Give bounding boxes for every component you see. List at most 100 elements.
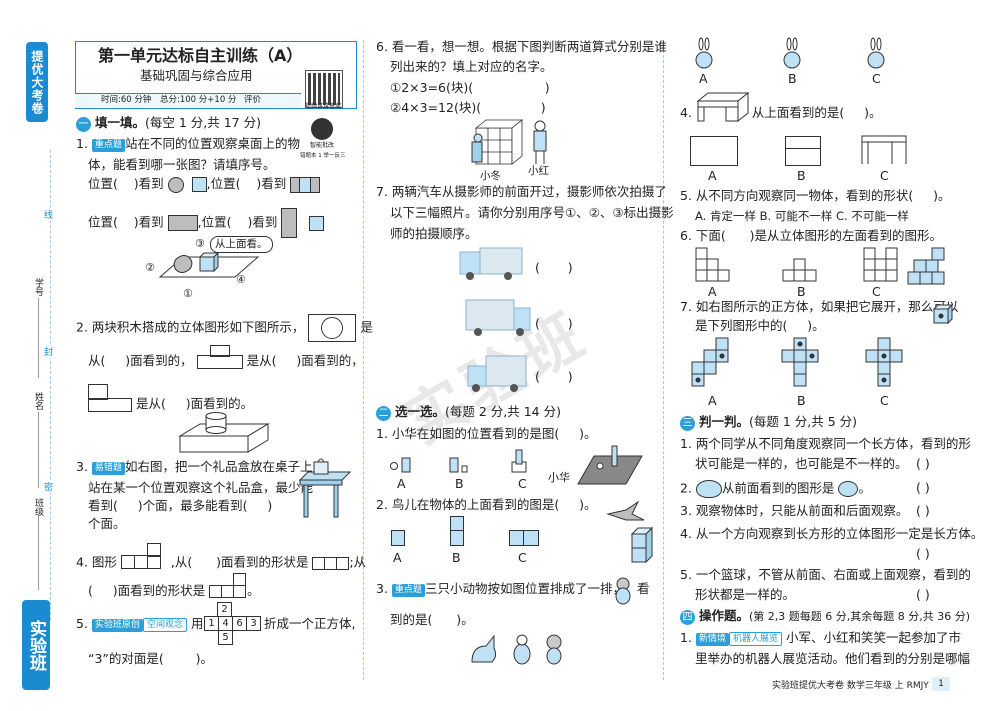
page-number: 1 [932,677,950,691]
truck-photo-3 [467,355,527,392]
error-prone-tag: 易错题 [91,462,125,475]
s2-q4-option-b [785,136,821,166]
view-step-shape [196,345,243,369]
smart-grading-logo [311,118,333,140]
s1-q5-line2: “3”的对面是( )。 [88,651,213,666]
fig-pos-1: ① [183,287,193,300]
s4-q1-line1: 1. 新情境机器人展览 小军、小红和笑笑一起参加了市 [680,630,961,646]
net-cell: 3 [246,616,261,631]
brand-top-badge: 提优大考卷 [26,42,48,122]
three-animals-figure [471,634,562,665]
s3-q4: 4. 从一个方向观察到长方形的立体图形一定是长方体。 [680,526,984,541]
s1-q1-figure [158,251,260,278]
section-1-title: 填一填。 [94,115,145,130]
s2-q1-options [390,449,527,473]
teapot-icon [695,480,722,498]
cube-stack-figure [471,119,547,165]
xiaohua-label: 小华 [548,471,570,484]
brand-top-text: 提优大考卷 [30,49,44,115]
seal-mark-2: 封 [44,345,54,358]
s1-q6-line2: 列出来的？填上对应的名字。 [390,59,553,74]
section-3-note: (每题 1 分,共 5 分) [749,414,858,429]
s2-q2-label-b: B [452,550,461,565]
name-xiaodong: 小冬 [480,170,501,182]
s1-q6-eq1: ①2×3=6(块)( ) [390,80,550,95]
s2-q4-option-a [690,136,738,166]
s2-q4-label-c: C [880,168,889,183]
monkey-icon [615,577,631,605]
section-2-title: 选一选。 [394,404,445,419]
key-question-tag: 重点题 [91,139,125,152]
s2-q7-line2: 是下列图形中的( )。 [695,318,825,333]
s2-q2-option-b-line [450,530,463,531]
desk-figure [696,91,750,123]
field-class: 班级 [33,498,43,516]
key-question-tag-2: 重点题 [391,584,425,597]
s1-q7-line2: 以下三幅照片。请你分别用序号①、②、③标出摄影 [390,205,674,220]
cube-net: 2 1 4 6 3 5 [204,602,264,646]
view-L-shape [88,384,132,412]
s2-q1-label-a: A [397,476,406,491]
section-2-heading: 二 选一选。(每题 2 分,共 14 分) [376,404,561,421]
s2-q7-label-b: B [797,393,806,408]
fig-bubble: 从上面看。 [210,236,273,253]
s2-q2-option-c-line [523,530,524,545]
s1-q3-line2: 站在某一个位置观察这个礼品盒，最少能 [88,480,314,495]
truck-photo-2 [465,299,531,336]
s3-q4-answer[interactable]: ( ) [916,546,930,561]
net-cell: 4 [218,616,233,631]
info-bar [75,93,301,108]
s2-q3-line2: 到的是( )。 [390,612,474,627]
view-cylinder-side [167,215,198,231]
fig-pos-4: ④ [236,273,246,286]
fig-pos-2: ② [145,261,155,274]
s1-q7-line1: 7. 两辆汽车从摄影师的前面开过，摄影师依次拍摄了 [376,184,667,199]
s2-q7-label-c: C [880,393,889,408]
q4-view-L [209,573,247,599]
fig-pos-3: ③ [195,237,205,250]
s2-q1: 1. 小华在如图的位置看到的是图( )。 [376,426,597,441]
cube-with-dot-icon [932,303,954,325]
net-cell: 6 [232,616,247,631]
section-4-title: 操作题。 [698,608,749,623]
section-3-title: 判一判。 [698,414,749,429]
brand-bottom-badge: 实验班 [22,600,50,690]
section-4-note: (第 2,3 题每题 6 分,其余每题 8 分,共 36 分) [749,610,971,623]
s2-q7-label-a: A [708,393,717,408]
s1-q3-line4: 个面。 [88,516,126,531]
section-3-num: 三 [680,416,695,431]
s1-q2-line2: 从( )面看到的， 是从( )面看到的， [88,345,364,369]
s1-q4-line2: ( )面看到的形状是 。 [88,573,260,599]
qr-code [305,70,343,108]
net-cell: 5 [218,630,233,645]
section-2-note: (每题 2 分,共 14 分) [445,404,561,419]
section-1-heading: 一 填一填。(每空 1 分,共 17 分) [76,115,261,132]
s3-q5-line2: 形状都是一样的。 [695,587,796,602]
s3-q3-answer[interactable]: ( ) [916,503,930,518]
s1-q6-line1: 6. 看一看，想一想。根据下图判断两道算式分别是谁 [376,39,667,54]
s2-q7-options [691,337,903,387]
s2-q6-options [695,247,945,285]
s3-q5-line1: 5. 一个篮球，不管从前面、右面或上面观察，看到的 [680,567,971,582]
evaluation-label: 评价 [244,95,262,105]
bird-and-blocks-figure [606,500,654,564]
s2-q5: 5. 从不同方向观察同一物体，看到的形状( )。 [680,188,951,203]
s2-q1-label-b: B [455,476,464,491]
s3-q2-answer[interactable]: ( ) [916,480,930,495]
animal-views [695,37,885,69]
s2-q6-label-a: A [708,284,717,299]
s1-q1-text: 站在不同的位置观察桌面上的物 [124,136,300,151]
s3-q1-answer[interactable]: ( ) [916,456,930,471]
name-xiaohong: 小红 [528,165,549,177]
xiaohua-table-figure [577,445,643,485]
s1-q1-row1: 位置( )看到 ,位置( )看到 [88,176,321,193]
s3-q2: 2. 从前面看到的图形是 。 [680,480,871,498]
robot-expo-tag: 机器人展览 [728,632,782,646]
s3-q5-answer[interactable]: ( ) [916,587,930,602]
section-1-num: 一 [76,117,91,132]
s1-q5-line1: 5. 实验班原创空间观念 用 [76,616,204,632]
field-id-line [38,298,39,378]
s3-q3: 3. 观察物体时，只能从前面和后面观察。 [680,503,909,518]
section-2-num: 二 [376,406,391,421]
page-subtitle: 基础巩固与综合应用 [140,68,253,83]
